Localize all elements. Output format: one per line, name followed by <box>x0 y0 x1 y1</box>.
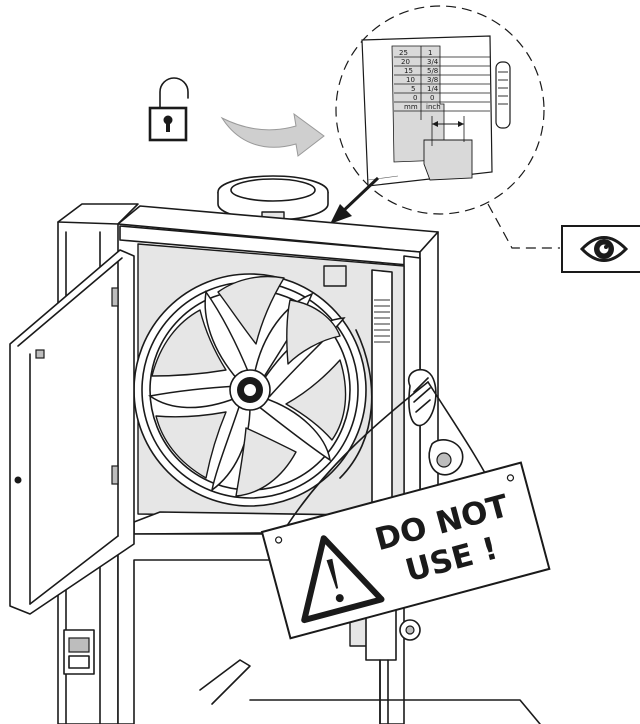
inch-3-4: 3/4 <box>427 58 439 66</box>
blade-scale-detail <box>361 35 511 187</box>
mm-20: 20 <box>401 58 410 66</box>
band-wheel <box>133 273 373 507</box>
do-not-use-sign: DO NOT USE ! <box>260 381 551 640</box>
unit-inch: inch <box>426 103 441 111</box>
mm-0: 0 <box>413 94 417 102</box>
inch-1-4: 1/4 <box>427 85 439 93</box>
mm-25: 25 <box>399 49 408 57</box>
inch-1: 1 <box>428 49 432 57</box>
scale-labels: 25 20 15 10 5 0 1 3/4 5/8 3/8 1/4 0 mm i… <box>399 49 441 111</box>
mm-5: 5 <box>411 85 415 93</box>
eye-icon <box>561 225 640 273</box>
mm-10: 10 <box>406 76 415 84</box>
inch-0: 0 <box>430 94 434 102</box>
unit-mm: mm <box>404 103 418 111</box>
warning-triangle-icon <box>301 535 385 624</box>
turn-arrow <box>220 112 325 157</box>
detail-callout <box>335 5 560 249</box>
padlock-open-icon <box>148 77 189 142</box>
mm-15: 15 <box>404 67 413 75</box>
inch-5-8: 5/8 <box>427 67 438 75</box>
inch-3-8: 3/8 <box>427 76 438 84</box>
open-door <box>9 249 135 615</box>
pointer-arrow <box>330 176 380 224</box>
